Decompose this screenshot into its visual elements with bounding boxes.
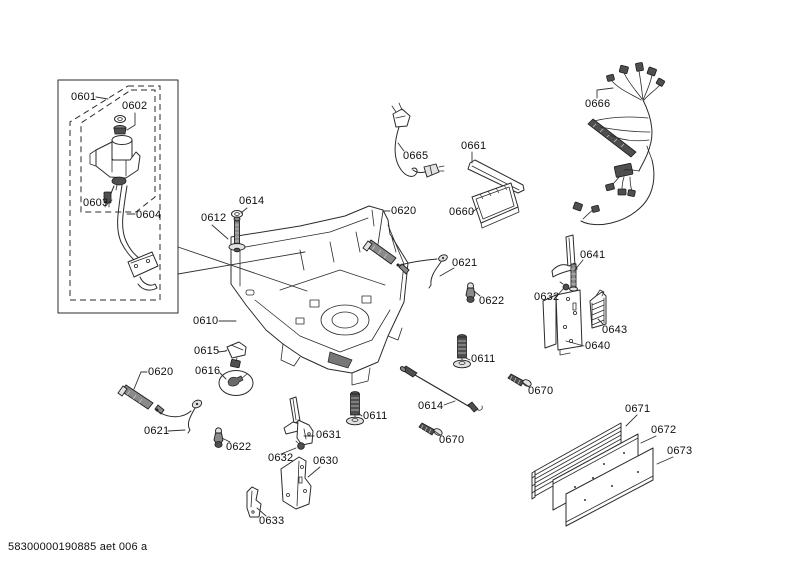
part-0611-foot-right-drawing	[453, 334, 471, 369]
part-label-0631: 0631	[316, 429, 342, 441]
part-label-0620-left: 0620	[148, 366, 174, 378]
part-label-0665: 0665	[403, 150, 429, 162]
part-label-0670-right: 0670	[528, 385, 554, 397]
part-0670-pin-right-drawing	[507, 373, 532, 387]
part-0603-valve-drawing	[89, 135, 141, 208]
part-label-0661: 0661	[461, 140, 487, 152]
part-0660-tray-drawing	[471, 182, 520, 229]
part-0670-pin-left-drawing	[418, 422, 443, 436]
part-label-0622-right: 0622	[479, 295, 505, 307]
part-0620-pin-top-drawing	[362, 239, 410, 275]
part-label-0610: 0610	[193, 315, 219, 327]
callout-lines	[177, 246, 308, 292]
part-label-0673: 0673	[667, 445, 693, 457]
part-0610-base-drawing	[230, 205, 409, 386]
part-0602-grommet-drawing	[113, 115, 127, 135]
part-label-0615: 0615	[194, 345, 220, 357]
part-0614-cable-drawing	[399, 365, 483, 413]
part-label-0622-left: 0622	[226, 441, 252, 453]
part-label-0604: 0604	[136, 209, 162, 221]
part-0622-clip-left-drawing	[213, 427, 224, 448]
part-label-0612: 0612	[201, 212, 227, 224]
part-0614-washer-drawing	[231, 210, 243, 222]
part-label-0611-right: 0611	[471, 353, 496, 365]
leader-lines	[95, 87, 674, 517]
part-0604-hose-drawing	[117, 184, 159, 291]
part-0620-pin-left-drawing	[117, 384, 165, 415]
part-0640-bracket-drawing	[542, 289, 583, 356]
part-0611-foot-left-drawing	[346, 391, 364, 426]
part-0632-bushing-right-drawing	[559, 281, 570, 291]
part-label-0614-top: 0614	[239, 195, 265, 207]
part-0665-power-cord-drawing	[391, 102, 445, 178]
part-0666-harness-drawing	[572, 62, 665, 226]
part-0621-wire-left-drawing	[155, 399, 203, 434]
part-label-0672: 0672	[651, 424, 677, 436]
part-0641-bracket-drawing	[551, 234, 578, 292]
part-label-0621-right: 0621	[452, 257, 478, 269]
part-0630-bracket-drawing	[280, 456, 312, 510]
inset-box-0601	[57, 79, 179, 314]
part-label-0660: 0660	[449, 206, 475, 218]
part-label-0670-left: 0670	[439, 434, 465, 446]
part-label-0603: 0603	[83, 197, 109, 209]
part-0633-bracket-drawing	[246, 486, 262, 518]
document-code: 58300000190885 aet 006 a	[8, 541, 148, 553]
part-label-0640: 0640	[585, 340, 611, 352]
part-label-0621-left: 0621	[144, 425, 170, 437]
part-label-0611-left: 0611	[363, 410, 388, 422]
part-label-0641: 0641	[580, 249, 606, 261]
part-0631-bracket-drawing	[283, 396, 314, 446]
part-label-0671: 0671	[625, 403, 651, 415]
part-0615-clip-drawing	[224, 341, 247, 369]
part-label-0633: 0633	[259, 515, 285, 527]
part-0643-spring-pack-drawing	[589, 289, 607, 329]
part-label-0601: 0601	[71, 91, 97, 103]
part-label-0614-center: 0614	[418, 400, 444, 412]
part-label-0632-right: 0632	[534, 291, 560, 303]
part-0622-clip-right-drawing	[465, 282, 476, 303]
part-0673-panel-drawing	[565, 447, 654, 527]
part-0632-bushing-left-drawing	[295, 440, 305, 450]
part-label-0666: 0666	[585, 98, 611, 110]
part-0621-wire-right-drawing	[396, 254, 448, 289]
part-label-0602: 0602	[122, 100, 148, 112]
part-label-0632-left: 0632	[268, 452, 294, 464]
part-0616-detail-circle-drawing	[218, 370, 254, 396]
part-0612-screw-drawing	[228, 220, 246, 253]
part-label-0630: 0630	[313, 455, 339, 467]
part-label-0643: 0643	[602, 324, 628, 336]
part-label-0620-top: 0620	[391, 205, 417, 217]
part-label-0616: 0616	[195, 365, 221, 377]
